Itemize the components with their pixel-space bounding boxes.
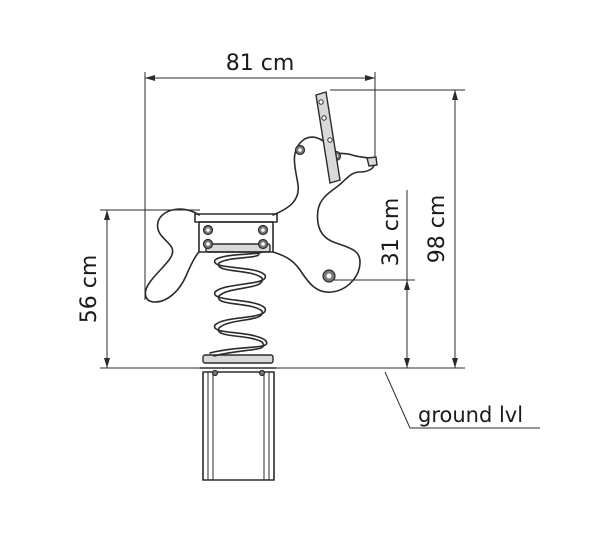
handle-bar (315, 91, 341, 184)
total-height-label: 98 cm (425, 195, 450, 264)
handle-height-label: 31 cm (379, 198, 404, 267)
spring (202, 243, 274, 364)
ground-label: ground lvl (418, 403, 523, 427)
ground-label-callout: ground lvl (384, 371, 540, 429)
width-label: 81 cm (226, 51, 295, 76)
foundation-post (199, 367, 277, 481)
total-height-dimension: 98 cm (330, 89, 465, 368)
seat-height-dimension: 56 cm (77, 209, 200, 368)
width-dimension: 81 cm (144, 51, 376, 300)
seat-block (194, 213, 278, 253)
handle-height-dimension: 31 cm (330, 190, 415, 368)
seat-height-label: 56 cm (77, 255, 102, 324)
